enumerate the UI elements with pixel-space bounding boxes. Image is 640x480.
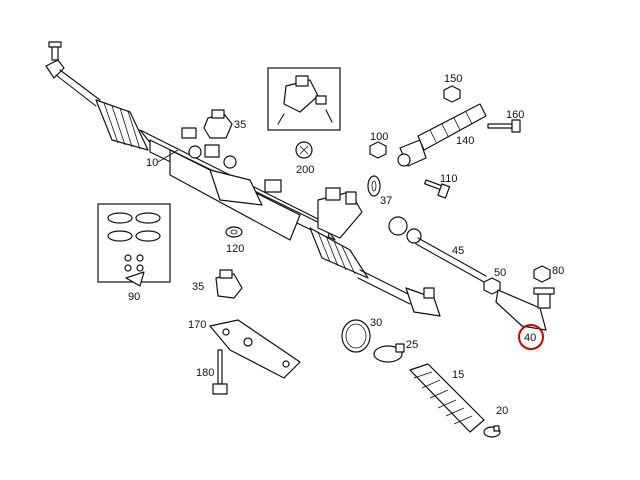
callout-90: 90 <box>128 291 140 303</box>
callout-180: 180 <box>196 367 214 379</box>
callout-170: 170 <box>188 319 206 331</box>
callout-140: 140 <box>456 135 474 147</box>
steering-shaft[interactable] <box>397 103 487 167</box>
mounting-plate[interactable] <box>209 319 301 379</box>
callout-160: 160 <box>506 109 524 121</box>
callout-40: 40 <box>524 332 536 344</box>
valve-inset[interactable] <box>267 67 341 159</box>
mounting-bracket-upper[interactable] <box>203 109 233 139</box>
callout-200: 200 <box>296 164 314 176</box>
callout-37: 37 <box>380 195 392 207</box>
mounting-bracket-lower[interactable] <box>215 269 243 299</box>
callout-110: 110 <box>440 173 458 185</box>
callout-20: 20 <box>496 405 508 417</box>
nut-150[interactable] <box>443 85 461 103</box>
callout-35-upper: 35 <box>234 119 246 131</box>
outer-tie-rod-end[interactable] <box>495 287 555 331</box>
seal-kit-inset[interactable] <box>97 203 171 287</box>
bolt-180[interactable] <box>212 349 228 395</box>
callout-100: 100 <box>370 131 388 143</box>
callout-50: 50 <box>494 267 506 279</box>
ring-37[interactable] <box>367 175 381 197</box>
bolt-110[interactable] <box>424 179 451 199</box>
callout-30: 30 <box>370 317 382 329</box>
callout-45: 45 <box>452 245 464 257</box>
washer-120[interactable] <box>225 226 243 238</box>
ring-30[interactable] <box>341 319 371 353</box>
callout-10: 10 <box>146 157 158 169</box>
nut-80[interactable] <box>533 265 551 283</box>
inner-tie-rod[interactable] <box>388 216 487 283</box>
bolt-160[interactable] <box>487 119 521 133</box>
callout-80: 80 <box>552 265 564 277</box>
nut-50[interactable] <box>483 277 501 295</box>
steering-rack[interactable] <box>45 41 441 317</box>
callout-15: 15 <box>452 369 464 381</box>
boot-15[interactable] <box>409 363 485 433</box>
callout-25: 25 <box>406 339 418 351</box>
nut-100[interactable] <box>369 141 387 159</box>
callout-35-lower: 35 <box>192 281 204 293</box>
highlight-circle <box>518 324 544 350</box>
clamp-20[interactable] <box>483 425 501 438</box>
callout-120: 120 <box>226 243 244 255</box>
clamp-25[interactable] <box>373 343 405 363</box>
callout-150: 150 <box>444 73 462 85</box>
